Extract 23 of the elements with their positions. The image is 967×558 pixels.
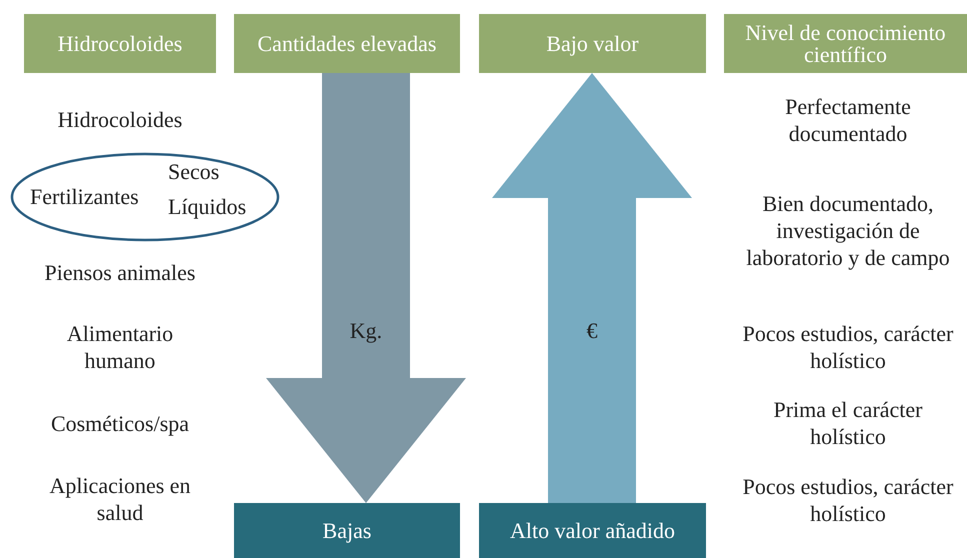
header-banner: Nivel de conocimiento científico bbox=[724, 14, 967, 73]
header-banner: Bajo valor bbox=[479, 14, 706, 73]
row-label: Perfectamente documentado bbox=[784, 93, 912, 147]
row-label: Prima el carácter holístico bbox=[772, 396, 924, 450]
row-label: Cosméticos/spa bbox=[50, 410, 190, 437]
row-label: Piensos animales bbox=[44, 259, 196, 286]
row-label: Aplicaciones en salud bbox=[48, 472, 192, 526]
ellipse-label: Fertilizantes bbox=[30, 184, 139, 210]
row-label: Pocos estudios, carácter holístico bbox=[742, 320, 954, 374]
row-label: Bien documentado, investigación de laboratorio y de campo bbox=[745, 190, 951, 271]
ellipse-label: Líquidos bbox=[168, 194, 246, 220]
block-arrow bbox=[266, 73, 466, 503]
header-banner: Cantidades elevadas bbox=[234, 14, 460, 73]
footer-banner: Alto valor añadido bbox=[479, 503, 706, 558]
header-banner: Hidrocoloides bbox=[24, 14, 216, 73]
edge-label: € bbox=[586, 318, 598, 344]
edge-label: Kg. bbox=[348, 318, 384, 344]
block-arrow bbox=[492, 73, 692, 503]
footer-banner: Bajas bbox=[234, 503, 460, 558]
row-label: Hidrocoloides bbox=[56, 106, 184, 133]
row-label: Alimentario humano bbox=[66, 320, 174, 374]
ellipse-label: Secos bbox=[168, 159, 220, 185]
row-label: Pocos estudios, carácter holístico bbox=[742, 473, 954, 527]
